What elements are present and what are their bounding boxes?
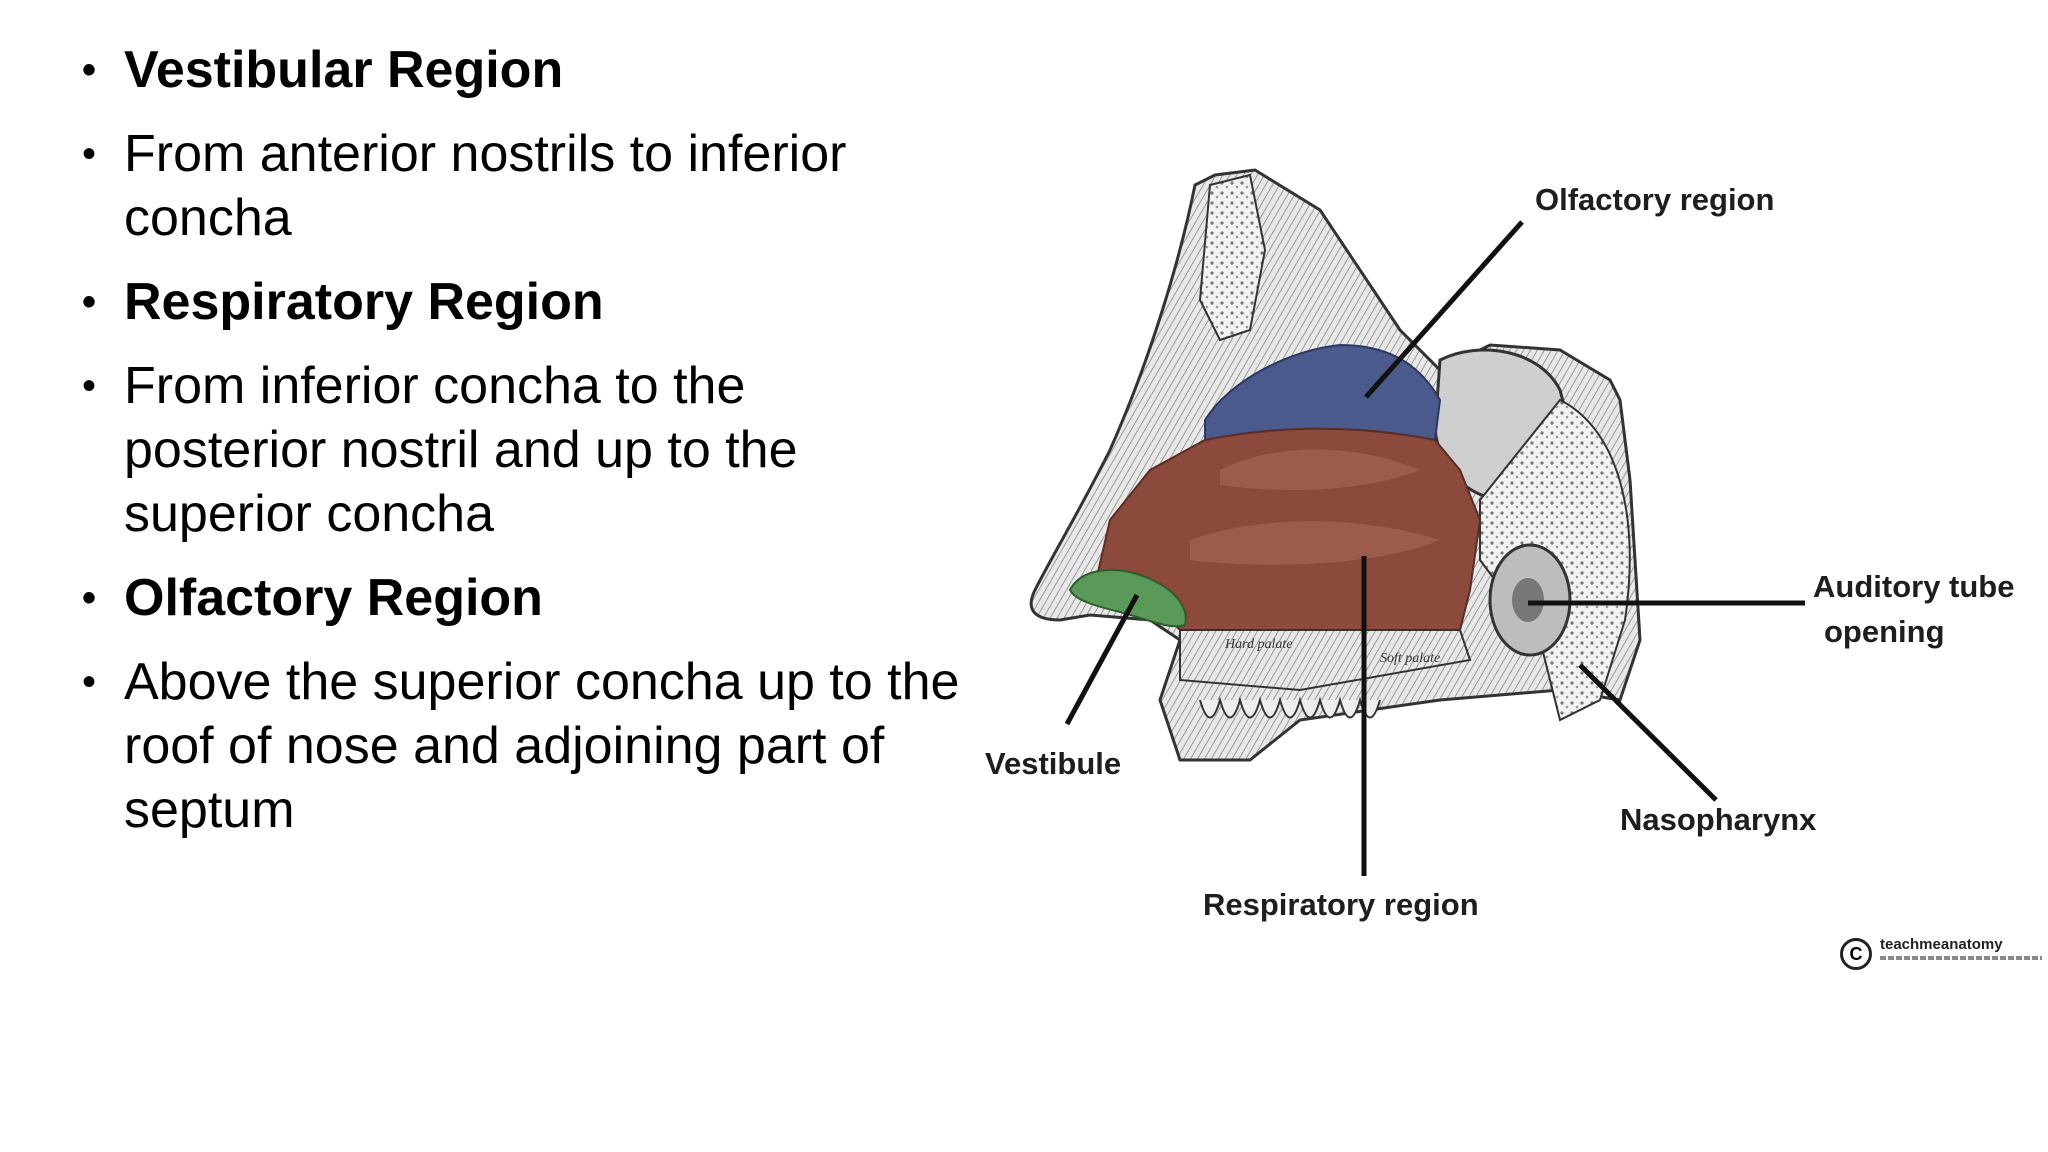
bullet-respiratory-heading: •Respiratory Region — [82, 273, 604, 331]
bullet-olfactory-heading: •Olfactory Region — [82, 569, 543, 627]
olfactory-leader — [1364, 220, 1524, 399]
bullet-olfactory-desc: •Above the superior concha up to the roo… — [82, 653, 960, 839]
auditory-tube-label-line2: opening — [1824, 614, 1945, 649]
teeth — [1199, 696, 1381, 719]
brand-text: teachmeanatomy — [1880, 936, 2003, 953]
hard-palate-label: Hard palate — [1224, 637, 1293, 652]
bullet-vestibular-desc: •From anterior nostrils to inferior conc… — [82, 125, 847, 247]
nasopharynx-leader — [1578, 663, 1718, 802]
olfactory-label: Olfactory region — [1535, 182, 1775, 217]
brand-tagline — [1880, 956, 2042, 960]
frontal-sinus — [1198, 173, 1267, 342]
bullet-list: •Vestibular Region •From anterior nostri… — [82, 38, 962, 862]
inferior-concha — [1190, 521, 1440, 565]
bullet-vestibular-heading: •Vestibular Region — [82, 41, 564, 99]
vestibule-label: Vestibule — [985, 746, 1122, 781]
bullet-respiratory-desc: •From inferior concha to the posterior n… — [82, 357, 798, 543]
nasopharynx-label: Nasopharynx — [1620, 802, 1817, 837]
vestibule-region — [1068, 569, 1187, 628]
copyright-watermark: C teachmeanatomy — [1840, 936, 2042, 976]
soft-palate-label: Soft palate — [1380, 651, 1440, 666]
vestibule-leader — [1064, 593, 1140, 726]
respiratory-label: Respiratory region — [1203, 887, 1479, 922]
auditory-tube-label-line1: Auditory tube — [1813, 569, 2015, 604]
auditory-tube-lumen — [1512, 578, 1544, 622]
copyright-icon: C — [1840, 938, 1872, 970]
middle-concha — [1220, 449, 1420, 490]
hard-palate — [1179, 629, 1472, 692]
